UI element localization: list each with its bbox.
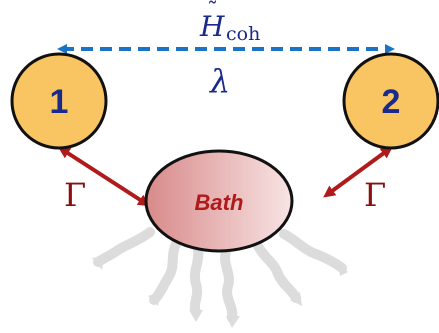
bath-label: Bath <box>195 190 244 215</box>
bath: Bath <box>144 149 294 253</box>
site-1: 1 <box>10 52 108 150</box>
hamiltonian-subscript: coh <box>226 23 260 45</box>
bath-coupling-label-left: Γ <box>64 176 86 214</box>
site-2-label: 2 <box>382 83 401 121</box>
heat-arrow-icon <box>220 247 238 323</box>
site-2: 2 <box>342 52 439 150</box>
bath-coupling-arrow-right <box>323 146 393 198</box>
hamiltonian-accent: ˜ <box>207 0 218 24</box>
heat-arrow-icon <box>279 229 347 273</box>
heat-arrow-icon <box>253 241 301 303</box>
heat-arrow-icon <box>93 227 155 267</box>
heat-dissipation-arrows <box>92 227 348 328</box>
bath-coupling-label-right: Γ <box>364 176 386 214</box>
heat-arrow-icon <box>189 245 204 317</box>
coupling-label: λ <box>208 62 230 100</box>
hamiltonian-symbol: H <box>199 10 225 43</box>
heat-arrow-icon <box>149 239 181 305</box>
bath-coupling-arrow-left <box>57 146 151 207</box>
site-1-label: 1 <box>50 83 69 121</box>
coherent-hamiltonian-label: ˜ H coh <box>199 0 260 45</box>
